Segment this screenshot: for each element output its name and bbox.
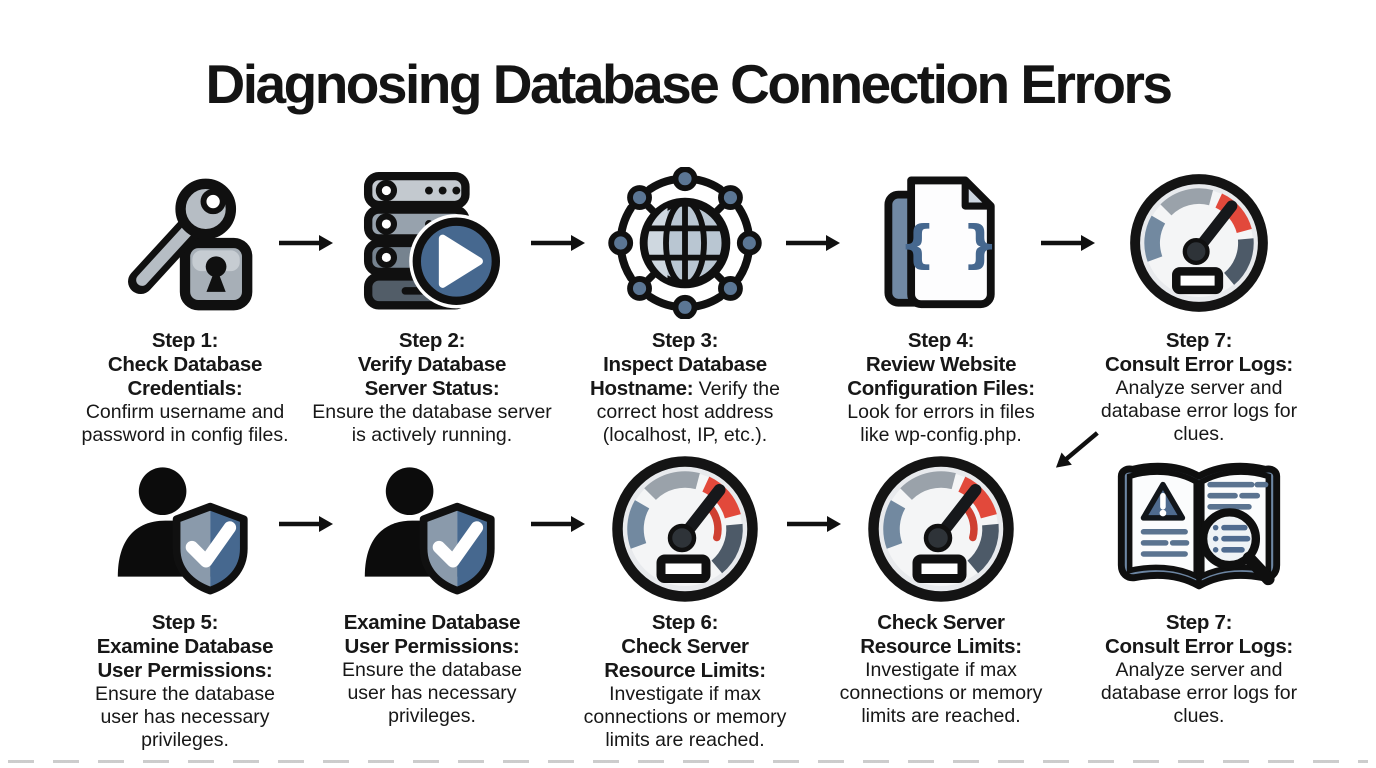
caption-line: Look for errors in files: [847, 401, 1035, 423]
caption-line: Investigate if max: [609, 683, 761, 705]
caption-line: clues.: [1173, 423, 1225, 445]
caption-line: Examine Database: [96, 635, 274, 658]
caption-line: Consult Error Logs:: [1105, 635, 1293, 658]
arrow-right-icon: [785, 513, 843, 535]
caption-line: Step 2:: [398, 329, 466, 352]
caption-line: Step 3:: [651, 329, 719, 352]
caption-line: user has necessary: [100, 706, 270, 728]
gauge-red-icon: [817, 452, 1065, 606]
caption-line: Ensure the database: [95, 683, 275, 705]
bottom-dashed-line: [8, 760, 1368, 763]
user-shield-icon: [308, 452, 556, 606]
caption-line: clues.: [1173, 705, 1225, 727]
caption-line: Step 7:: [1165, 329, 1233, 352]
caption-line: Server Status:: [364, 377, 500, 400]
arrow-down-left-icon: [1044, 425, 1106, 481]
step-caption: Step 7:Consult Error Logs:Analyze server…: [1075, 611, 1323, 728]
caption-line: Resource Limits:: [604, 659, 766, 682]
caption-line: database error logs for: [1100, 400, 1298, 422]
caption-line: correct host address: [596, 401, 774, 423]
arrow-right-icon: [277, 232, 335, 254]
svg-text:{ }: { }: [899, 214, 1003, 274]
caption-line: Ensure the database server: [312, 401, 552, 423]
caption-line: Ensure the database: [342, 659, 522, 681]
server-play-icon: [308, 162, 556, 324]
arrow-right-icon: [784, 232, 842, 254]
caption-line: Check Server: [877, 611, 1005, 634]
caption-line: User Permissions:: [344, 635, 520, 658]
caption-line: Hostname: Verify the: [590, 377, 780, 400]
caption-line: Step 5:: [151, 611, 219, 634]
caption-line: is actively running.: [351, 424, 513, 446]
user-shield-icon: [61, 452, 309, 606]
caption-line: Check Server: [621, 635, 749, 658]
caption-line: User Permissions:: [97, 659, 273, 682]
key-lock-icon: [61, 162, 309, 324]
caption-line: privileges.: [388, 705, 476, 727]
network-globe-icon: [561, 162, 809, 324]
caption-line: limits are reached.: [605, 729, 765, 751]
caption-line: limits are reached.: [861, 705, 1021, 727]
caption-line: Investigate if max: [865, 659, 1017, 681]
config-files-icon: { }: [817, 162, 1065, 324]
caption-line: Confirm username and: [85, 401, 285, 423]
step-item: Step 7:Consult Error Logs:Analyze server…: [1075, 162, 1323, 446]
caption-line: Check Database: [107, 353, 263, 376]
caption-line: Review Website: [865, 353, 1017, 376]
caption-line: Analyze server and: [1115, 659, 1283, 681]
caption-line: Inspect Database: [603, 353, 767, 376]
caption-line: Verify Database: [357, 353, 507, 376]
caption-line: Resource Limits:: [860, 635, 1022, 658]
gauge-red-icon: [561, 452, 809, 606]
caption-line: Step 4:: [907, 329, 975, 352]
arrow-right-icon: [1039, 232, 1097, 254]
caption-line: Credentials:: [127, 377, 243, 400]
caption-line: user has necessary: [347, 682, 517, 704]
page-title: Diagnosing Database Connection Errors: [205, 53, 1173, 115]
caption-line: Step 1:: [151, 329, 219, 352]
caption-line: Examine Database: [343, 611, 521, 634]
caption-line: database error logs for: [1100, 682, 1298, 704]
gauge-icon: [1075, 162, 1323, 324]
caption-line: Analyze server and: [1115, 377, 1283, 399]
caption-line: (localhost, IP, etc.).: [602, 424, 768, 446]
arrow-right-icon: [529, 513, 587, 535]
caption-line: Step 7:: [1165, 611, 1233, 634]
caption-line: password in config files.: [81, 424, 289, 446]
caption-line: Step 6:: [651, 611, 719, 634]
arrow-right-icon: [277, 513, 335, 535]
step-item: Step 7:Consult Error Logs:Analyze server…: [1075, 452, 1323, 728]
caption-line: like wp-config.php.: [860, 424, 1022, 446]
step-caption: Step 7:Consult Error Logs:Analyze server…: [1075, 329, 1323, 446]
caption-line: Configuration Files:: [847, 377, 1035, 400]
arrow-right-icon: [529, 232, 587, 254]
error-log-book-icon: [1075, 452, 1323, 606]
caption-line: connections or memory: [839, 682, 1043, 704]
caption-line: connections or memory: [583, 706, 787, 728]
caption-line: privileges.: [141, 729, 229, 751]
caption-line: Consult Error Logs:: [1105, 353, 1293, 376]
